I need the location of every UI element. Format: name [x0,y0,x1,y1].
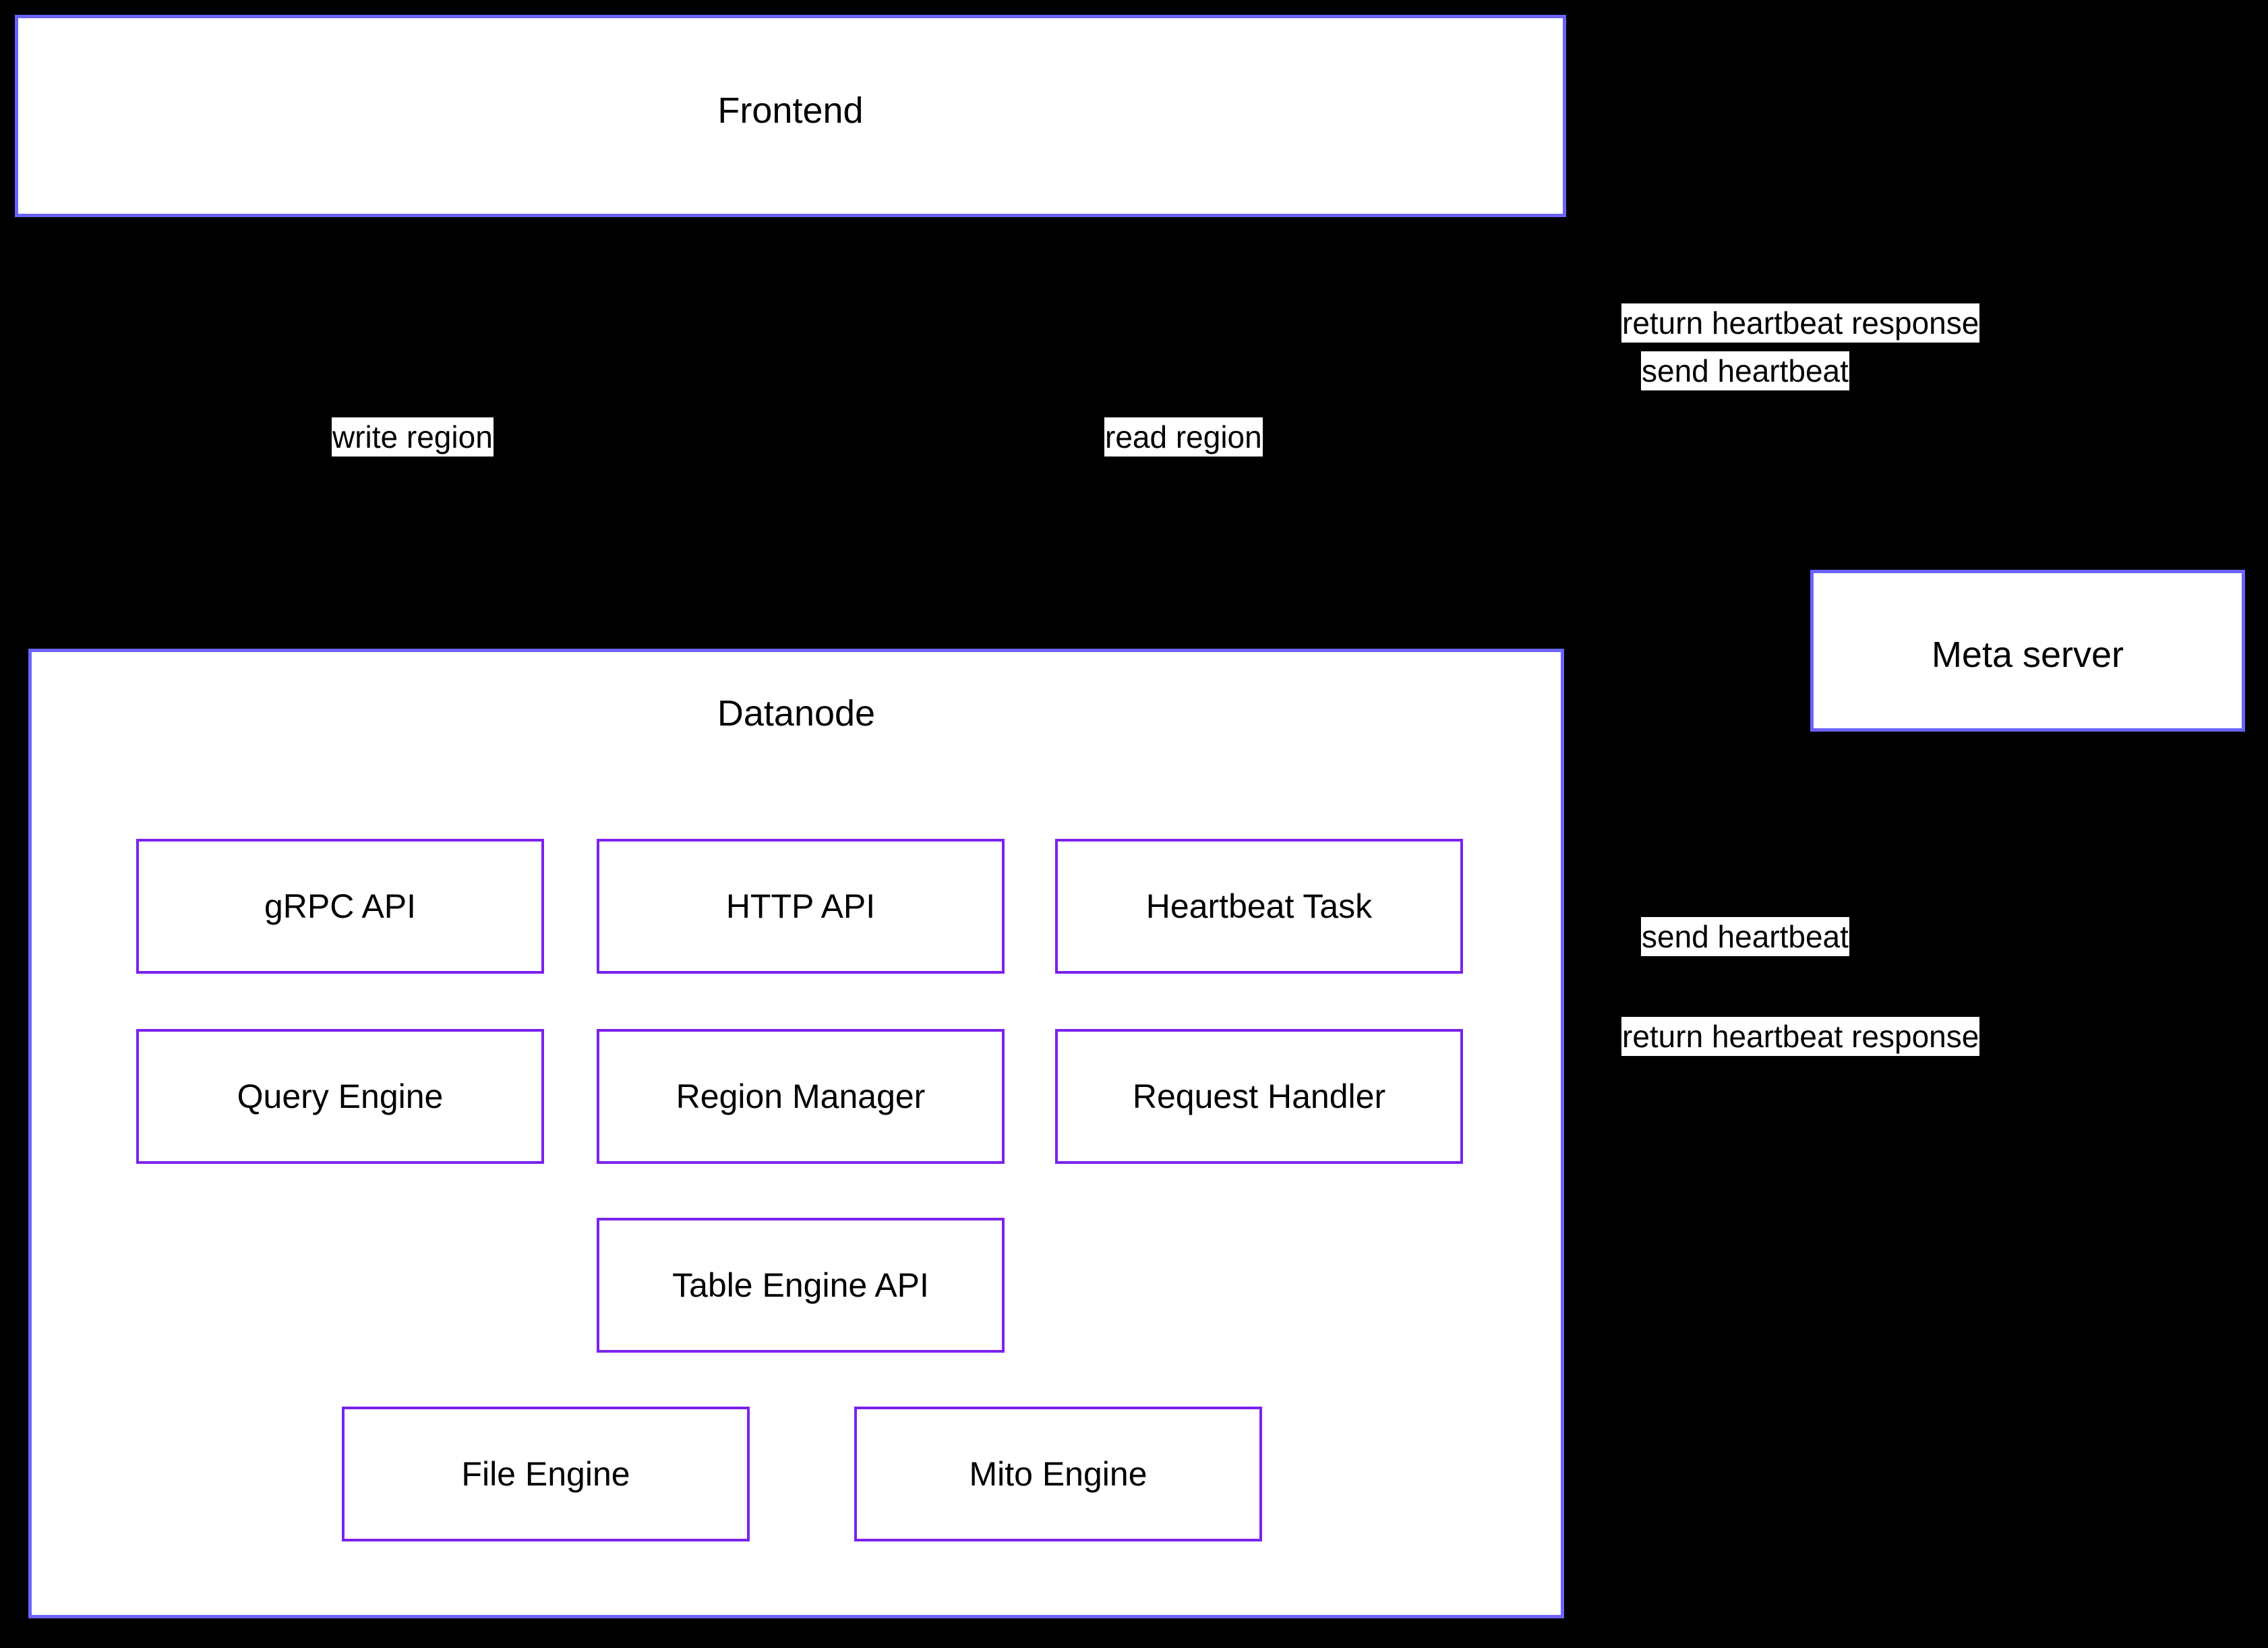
module-query-engine-label: Query Engine [237,1077,444,1115]
node-frontend[interactable]: Frontend [15,15,1566,217]
node-datanode-label: Datanode [717,693,876,734]
module-mito-engine-label: Mito Engine [969,1454,1147,1493]
module-table-engine-api-label: Table Engine API [672,1266,929,1304]
node-datanode[interactable]: Datanode gRPC API HTTP API Heartbeat Tas… [28,649,1564,1618]
edge-label-write-region: write region [332,417,494,457]
module-http-api[interactable]: HTTP API [597,839,1005,974]
module-file-engine-label: File Engine [461,1454,630,1493]
module-region-manager[interactable]: Region Manager [597,1029,1005,1164]
edge-label-return-heartbeat-response-top: return heartbeat response [1621,303,1980,343]
edge-label-send-heartbeat-top: send heartbeat [1641,351,1849,391]
node-frontend-label: Frontend [717,90,864,131]
node-meta-server-label: Meta server [1931,635,2124,675]
module-grpc-api-label: gRPC API [264,887,417,925]
module-grpc-api[interactable]: gRPC API [136,839,544,974]
node-meta-server[interactable]: Meta server [1810,570,2245,732]
module-region-manager-label: Region Manager [676,1077,926,1115]
edge-label-send-heartbeat-bottom: send heartbeat [1641,917,1849,957]
edge-label-read-region: read region [1104,417,1263,457]
module-request-handler-label: Request Handler [1132,1077,1386,1115]
module-table-engine-api[interactable]: Table Engine API [597,1218,1005,1353]
edge-label-return-heartbeat-response-bottom: return heartbeat response [1621,1017,1980,1057]
module-heartbeat-task[interactable]: Heartbeat Task [1055,839,1463,974]
module-request-handler[interactable]: Request Handler [1055,1029,1463,1164]
module-http-api-label: HTTP API [725,887,876,925]
module-file-engine[interactable]: File Engine [342,1407,750,1541]
module-heartbeat-task-label: Heartbeat Task [1145,887,1373,925]
module-mito-engine[interactable]: Mito Engine [854,1407,1262,1541]
module-query-engine[interactable]: Query Engine [136,1029,544,1164]
